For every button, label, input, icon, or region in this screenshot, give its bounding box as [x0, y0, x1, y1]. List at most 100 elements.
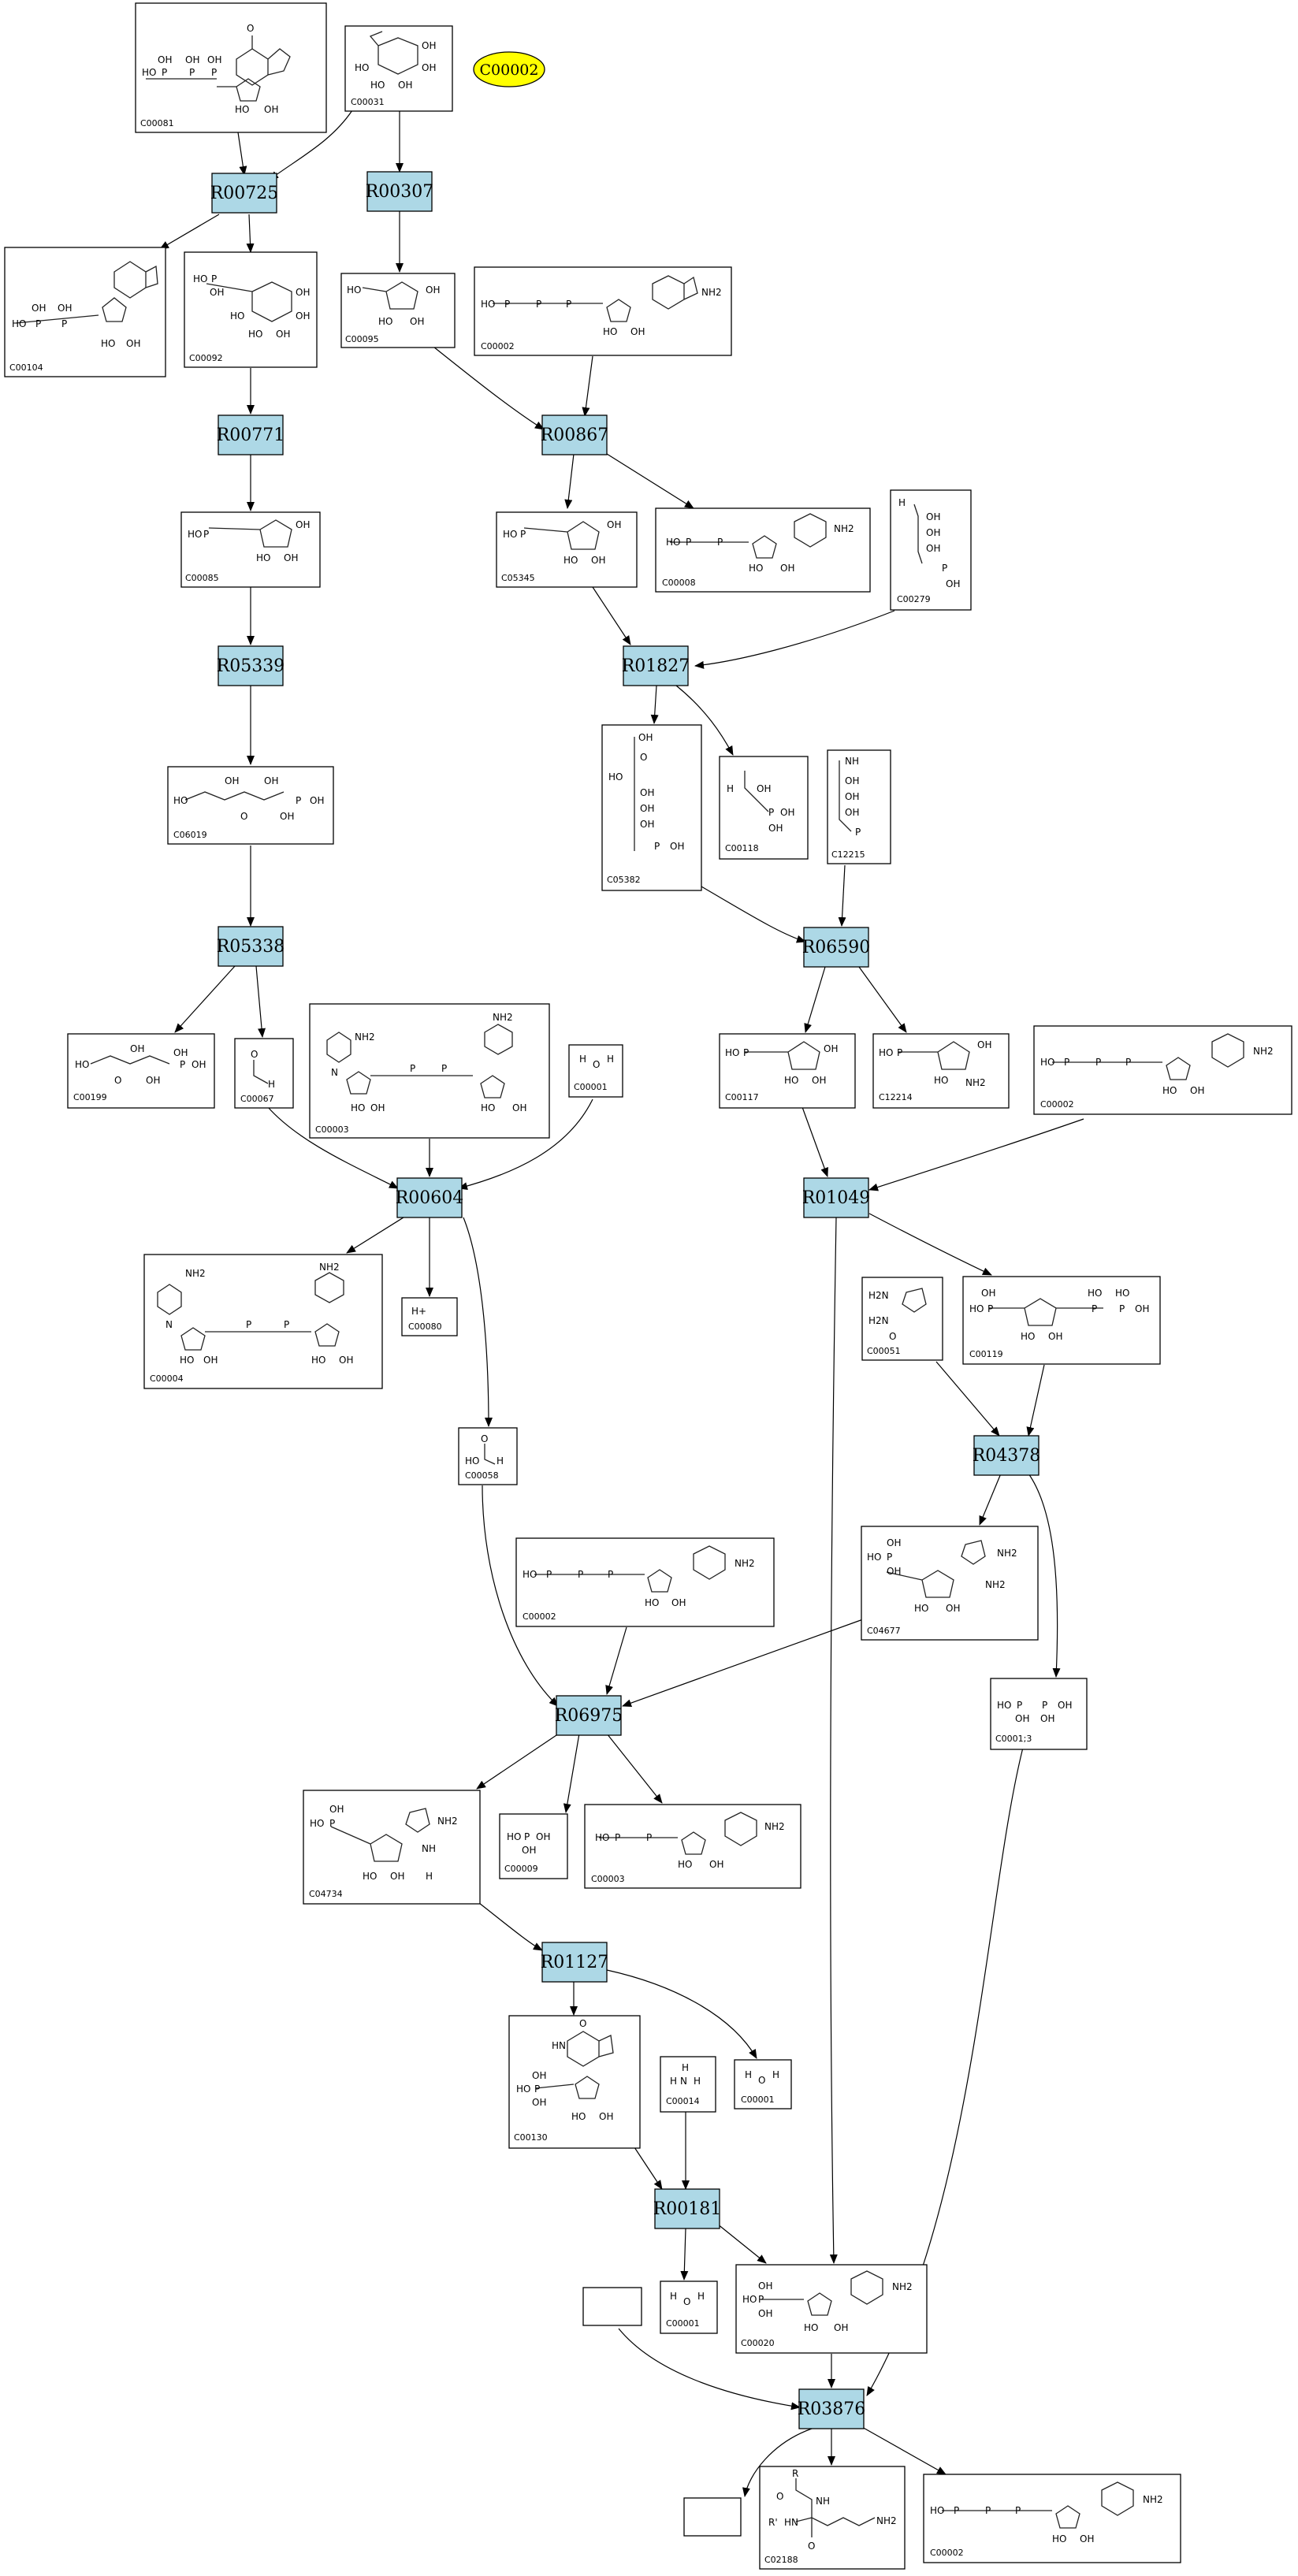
reaction-r00771[interactable]: R00771 [217, 414, 285, 455]
compound-c00001[interactable]: H O H C00001 [660, 2280, 718, 2334]
atom-ho: HO [256, 552, 270, 563]
compound-unlabeled[interactable] [582, 2287, 642, 2326]
compound-c12214[interactable]: HO P OH HO NH2 C12214 [872, 1033, 1010, 1109]
atom-ho: HO [930, 2505, 944, 2516]
reaction-r01827[interactable]: R01827 [622, 645, 690, 686]
compound-c00002[interactable]: HO P P P NH2 HO OH C00002 [1033, 1025, 1292, 1115]
compound-unlabeled[interactable] [683, 2497, 742, 2537]
compound-c00001[interactable]: H O H C00001 [734, 2059, 792, 2109]
edge-c00031-r00725 [269, 110, 353, 180]
structure-image [493, 275, 698, 322]
structure-image [369, 31, 418, 75]
atom-p: P [855, 827, 861, 838]
atom-p: P [654, 841, 660, 852]
compound-id: C00104 [9, 362, 43, 373]
compound-c00014[interactable]: H H N H C00014 [660, 2056, 716, 2113]
reaction-r03876[interactable]: R03876 [798, 2388, 866, 2429]
structure-image [898, 1041, 970, 1070]
compound-c00081[interactable]: O HO P P P OH OH OH HO OH C00081 [135, 2, 327, 133]
atom-nh2: NH2 [437, 1816, 458, 1827]
atom-oh: OH [264, 104, 278, 115]
compound-c00199[interactable]: HO OH OH P OH O OH C00199 [67, 1033, 215, 1109]
reaction-r04378[interactable]: R04378 [973, 1435, 1041, 1476]
atom-ho: HO [563, 555, 578, 566]
compound-c00095[interactable]: HO OH HO OH C00095 [340, 273, 456, 348]
compound-id: C00119 [969, 1349, 1003, 1359]
reaction-r00725[interactable]: R00725 [210, 173, 279, 214]
compound-c00031[interactable]: OH HO OH HO OH C00031 [344, 25, 453, 112]
compound-c04051[interactable]: H2N H2N O C00051 [861, 1277, 943, 1361]
atom-p: P [954, 2505, 959, 2516]
compound-c00118[interactable]: H OH P OH OH C00118 [719, 756, 809, 860]
compound-c00008[interactable]: HO P P NH2 HO OH C00008 [655, 507, 871, 593]
atom-p: P [441, 1063, 447, 1074]
compound-c12215[interactable]: NH OH OH OH P C12215 [827, 749, 891, 864]
reaction-r05339[interactable]: R05339 [217, 645, 285, 686]
reaction-label: R05338 [217, 937, 285, 957]
compound-c00080[interactable]: H+ C00080 [401, 1297, 458, 1336]
reaction-r00604[interactable]: R00604 [396, 1177, 464, 1218]
compound-c00058[interactable]: O HO H C00058 [458, 1427, 518, 1485]
atom-oh: OH [834, 2322, 848, 2333]
compound-c00067[interactable]: O H C00067 [234, 1038, 294, 1109]
reaction-r05338[interactable]: R05338 [217, 926, 285, 967]
atom-oh: OH [607, 519, 621, 530]
compound-c04734[interactable]: HO P OH NH2 NH HO OH H C04734 [303, 1790, 481, 1905]
compound-c00130[interactable]: O HN HO P OH OH HO OH C00130 [508, 2015, 641, 2149]
atom-ho: HO [481, 1102, 495, 1113]
atom-nh2: NH2 [1143, 2494, 1163, 2505]
atom-ho: HO [235, 104, 249, 115]
compound-c00008[interactable]: HO P P NH2 HO OH C00003 [584, 1804, 801, 1889]
structure-image [206, 281, 292, 322]
reaction-r01049[interactable]: R01049 [802, 1177, 871, 1218]
atom-n: N [331, 1067, 338, 1078]
compound-c00092[interactable]: HO P OH OH HO OH HO OH C00092 [184, 251, 318, 368]
reaction-r01127[interactable]: R01127 [541, 1942, 609, 1983]
atom-oh: OH [173, 1047, 188, 1058]
structure-image [902, 1288, 927, 1313]
compound-c04677[interactable]: HO P OH OH NH2 NH2 HO OH C04677 [861, 1526, 1039, 1641]
compound-c00002[interactable]: HO P P P NH2 HO OH C00002 [515, 1537, 775, 1627]
atom-p: P [1125, 1057, 1131, 1068]
reaction-r00307[interactable]: R00307 [366, 171, 434, 212]
edge-c00067-r00604 [267, 1106, 399, 1189]
compound-c00009[interactable]: HO P OH OH C00009 [499, 1813, 568, 1879]
compound-c00001[interactable]: H O H C00001 [568, 1044, 623, 1098]
atom-hn: HN [552, 2040, 566, 2051]
edge-r00725-c00092 [246, 214, 255, 253]
compound-box [872, 1033, 1010, 1109]
reaction-r00181[interactable]: R00181 [653, 2188, 722, 2229]
compound-c00085[interactable]: HO P OH HO OH C00085 [180, 511, 321, 588]
atom-ho: HO [310, 1818, 324, 1829]
compound-c00003[interactable]: NH2 N P P NH2 HO OH HO OH C00003 [309, 1003, 550, 1139]
atom-ho: HO [934, 1075, 948, 1086]
atom-oh: OH [1135, 1303, 1149, 1314]
compound-c05345[interactable]: HO P OH HO OH C05345 [496, 511, 638, 588]
compound-c02188[interactable]: R O NH R' HN NH2 O C02188 [759, 2466, 906, 2570]
compound-c00020[interactable]: HO P OH OH NH2 HO OH C00020 [735, 2264, 928, 2354]
atom-oh: OH [1058, 1700, 1072, 1711]
compound-c00004[interactable]: NH2 N P P NH2 HO OH HO OH C00004 [143, 1254, 383, 1389]
compound-c00104[interactable]: HO P P OH OH HO OH C00104 [4, 247, 166, 377]
structure-image [326, 1024, 513, 1098]
atom-h: H [694, 2076, 701, 2087]
compound-c00013[interactable]: HO P P OH OH OH C0001;3 [990, 1678, 1088, 1750]
edge-c00001-r00604 [458, 1098, 593, 1191]
reaction-r06590[interactable]: R06590 [802, 927, 871, 968]
compound-c00119[interactable]: HO P OH P P OH HO HO HO OH C00119 [962, 1276, 1161, 1365]
compound-c00002[interactable]: HO P P P NH2 HO OH C00002 [923, 2474, 1181, 2563]
compound-c06019[interactable]: OH OH HO P OH O OH C06019 [167, 766, 334, 845]
edge-r05338-c00067 [255, 965, 266, 1038]
atom-o: O [251, 1049, 258, 1060]
reaction-r06975[interactable]: R06975 [555, 1695, 623, 1736]
compound-c00002[interactable]: HO P P P NH2 HO OH C00002 [474, 266, 732, 356]
compound-c00279[interactable]: H OH OH OH P OH C00279 [890, 489, 972, 611]
reaction-label: R00181 [653, 2199, 722, 2219]
atom-p: P [1017, 1700, 1022, 1711]
compound-c00117[interactable]: HO P OH HO OH C00117 [719, 1033, 856, 1109]
compound-c05382[interactable]: OH O HO OH OH OH P OH C05382 [601, 724, 702, 891]
atom-oh: OH [812, 1075, 826, 1086]
legend-c00002[interactable]: C00002 [473, 51, 545, 87]
reaction-r00867[interactable]: R00867 [541, 414, 609, 455]
edge-r04378-c00013 [1028, 1473, 1061, 1678]
